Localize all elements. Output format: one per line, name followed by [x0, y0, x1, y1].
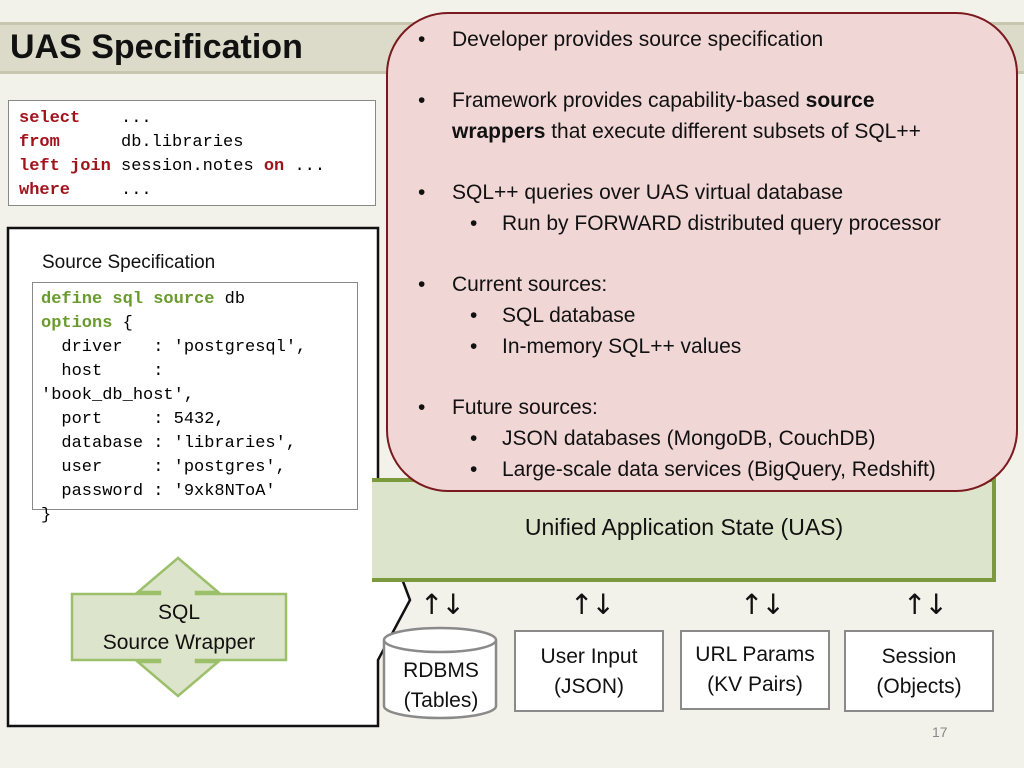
bullet-dot: • [470, 427, 478, 450]
query-text: ... [80, 109, 152, 128]
bullet-item: • Framework provides capability-based sou… [418, 85, 1008, 147]
wrapper-line1: SQL [157, 601, 201, 624]
rdbms-cylinder-top [382, 626, 498, 654]
spec-line: host : [41, 362, 164, 381]
sub-bullet-item: • In-memory SQL++ values [418, 331, 1008, 362]
bullet-dot: • [470, 335, 478, 358]
bullet-dot: • [418, 28, 426, 51]
spec-line: driver : 'postgresql', [41, 338, 307, 357]
source-spec-label: Source Specification [42, 252, 216, 273]
session-box: Session (Objects) [844, 630, 994, 712]
bullet-dot: • [418, 396, 426, 419]
query-code-box: select ... from db.libraries left join s… [8, 100, 376, 206]
bullet-item: • Developer provides source specification [418, 24, 1008, 55]
rdbms-line2: (Tables) [403, 689, 479, 712]
rdbms-cylinder-body [382, 640, 498, 720]
query-text: ... [284, 157, 326, 176]
updown-arrow-icon: ↑↓ [903, 588, 948, 621]
slide-title: UAS Specification [10, 28, 303, 66]
query-keyword: left join [19, 157, 111, 176]
query-keyword: select [19, 109, 81, 128]
query-text: session.notes [110, 157, 264, 176]
bullet-text: Future sources: [452, 396, 598, 419]
bullet-text: Framework provides capability-based [452, 89, 806, 112]
wrapper-line2: Source Wrapper [102, 631, 256, 654]
session-line1: Session [881, 645, 957, 668]
user-input-line2: (JSON) [554, 675, 624, 698]
url-params-line2: (KV Pairs) [707, 673, 803, 696]
bullet-dot: • [470, 304, 478, 327]
bullet-bold-text: wrappers [452, 120, 546, 143]
sub-bullet-item: • SQL database [418, 300, 1008, 331]
spec-line: database : 'libraries', [41, 434, 297, 453]
bullet-item: • Future sources: [418, 392, 1008, 423]
url-params-box: URL Params (KV Pairs) [680, 630, 830, 710]
bullet-dot: • [418, 273, 426, 296]
query-keyword: from [19, 133, 60, 152]
uas-label: Unified Application State (UAS) [524, 514, 844, 540]
user-input-box: User Input (JSON) [514, 630, 664, 712]
sub-bullet-item: • Large-scale data services (BigQuery, Re… [418, 454, 1008, 485]
updown-arrow-icon: ↑↓ [740, 588, 785, 621]
session-line2: (Objects) [876, 675, 962, 698]
bullet-item: • SQL++ queries over UAS virtual database [418, 177, 1008, 208]
spec-line: user : 'postgres', [41, 458, 286, 477]
bullet-dot: • [470, 458, 478, 481]
bullet-text: Large-scale data services (BigQuery, Red… [502, 458, 936, 481]
spec-keyword: options [41, 314, 113, 333]
page-number: 17 [932, 724, 948, 740]
query-text: ... [70, 181, 152, 200]
query-text: db.libraries [59, 133, 244, 152]
url-params-line1: URL Params [695, 643, 815, 666]
bullet-bold-text: source [805, 89, 875, 112]
query-keyword: on [263, 157, 285, 176]
sql-source-wrapper-label: SQL Source Wrapper [72, 598, 286, 658]
bullet-text: that execute different subsets of SQL++ [545, 120, 921, 143]
bullet-item: • Current sources: [418, 269, 1008, 300]
spec-line: 'book_db_host', [41, 386, 195, 405]
bullet-text: SQL++ queries over UAS virtual database [452, 181, 844, 204]
updown-arrow-icon: ↑↓ [570, 588, 615, 621]
spec-line: password : '9xk8NToA' [41, 482, 276, 501]
bullet-list: • Developer provides source specification… [418, 24, 1008, 485]
sub-bullet-item: • JSON databases (MongoDB, CouchDB) [418, 423, 1008, 454]
bullet-dot: • [470, 212, 478, 235]
spec-keyword: define sql source [41, 290, 215, 309]
bullet-text: Developer provides source specification [452, 28, 824, 51]
bullet-text: JSON databases (MongoDB, CouchDB) [502, 427, 876, 450]
updown-arrow-icon: ↑↓ [420, 588, 465, 621]
sub-bullet-item: • Run by FORWARD distributed query proces… [418, 208, 1008, 239]
source-spec-code-box: define sql source db options { driver : … [32, 282, 358, 525]
user-input-line1: User Input [540, 645, 638, 668]
bullet-text: Current sources: [452, 273, 608, 296]
rdbms-line1: RDBMS [403, 659, 479, 682]
spec-line: port : 5432, [41, 410, 225, 429]
bullet-text: Run by FORWARD distributed query process… [502, 212, 941, 235]
spec-text: { [112, 314, 133, 333]
bullet-dot: • [418, 181, 426, 204]
spec-text: db [214, 290, 246, 309]
rdbms-label: RDBMS (Tables) [384, 656, 498, 716]
bullet-dot: • [418, 89, 426, 112]
wrapper-double-arrow [70, 556, 288, 698]
bullet-text: In-memory SQL++ values [502, 335, 742, 358]
notes-bubble [386, 12, 1018, 492]
bullet-text: SQL database [502, 304, 636, 327]
spec-line: } [41, 506, 52, 525]
query-keyword: where [19, 181, 71, 200]
